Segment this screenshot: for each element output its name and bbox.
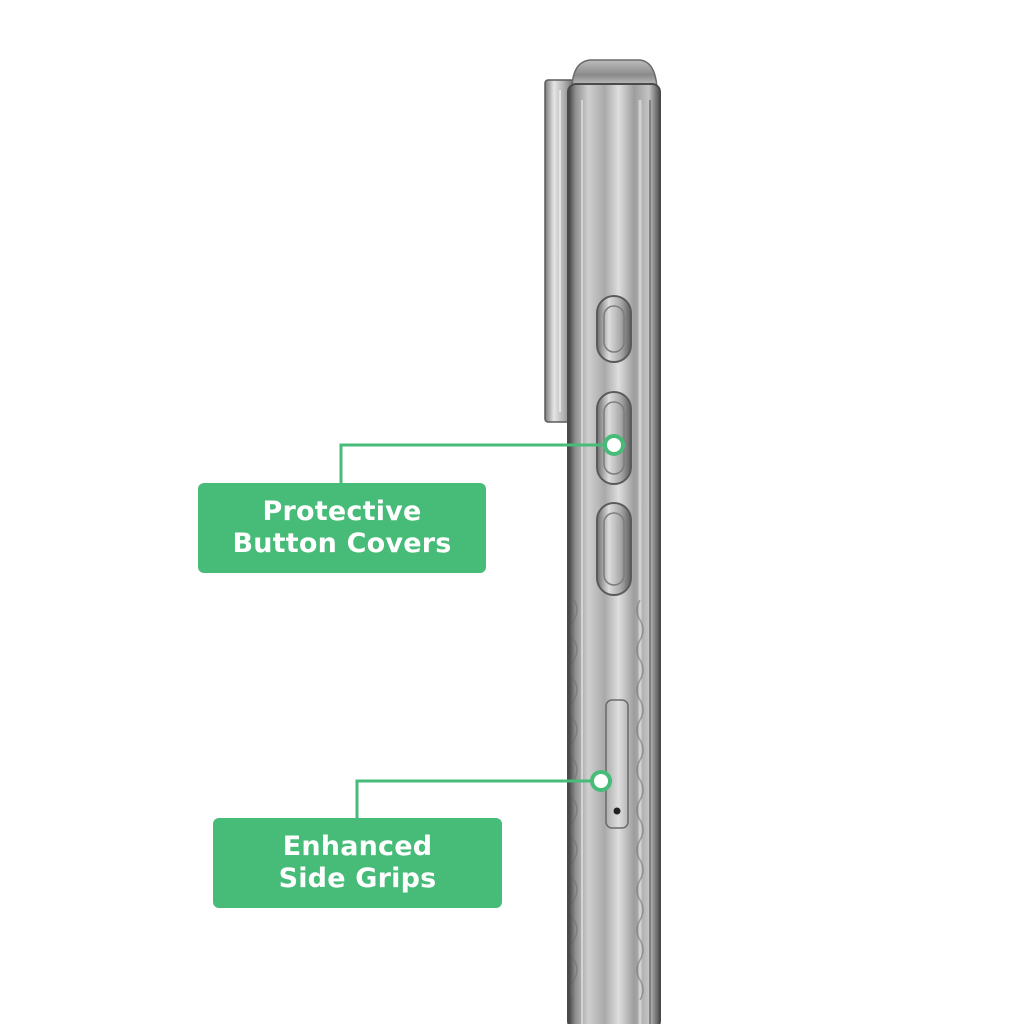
callout-connector-buttons	[339, 443, 614, 484]
callout-button-covers: Protective Button Covers	[198, 483, 486, 573]
callout-dot-icon	[590, 770, 612, 792]
sim-tray	[605, 699, 629, 829]
case-top-edge	[571, 59, 658, 91]
callout-side-grips: Enhanced Side Grips	[213, 818, 502, 908]
callout-line-1: Enhanced	[282, 831, 433, 862]
side-grip-texture	[570, 599, 644, 1001]
callout-line-1: Protective	[262, 496, 422, 527]
callout-line-2: Button Covers	[232, 528, 452, 559]
action-button	[596, 295, 632, 363]
volume-down-button	[596, 502, 632, 596]
callout-connector-grips	[355, 779, 601, 819]
callout-line-2: Side Grips	[278, 863, 437, 894]
callout-dot-icon	[603, 434, 625, 456]
